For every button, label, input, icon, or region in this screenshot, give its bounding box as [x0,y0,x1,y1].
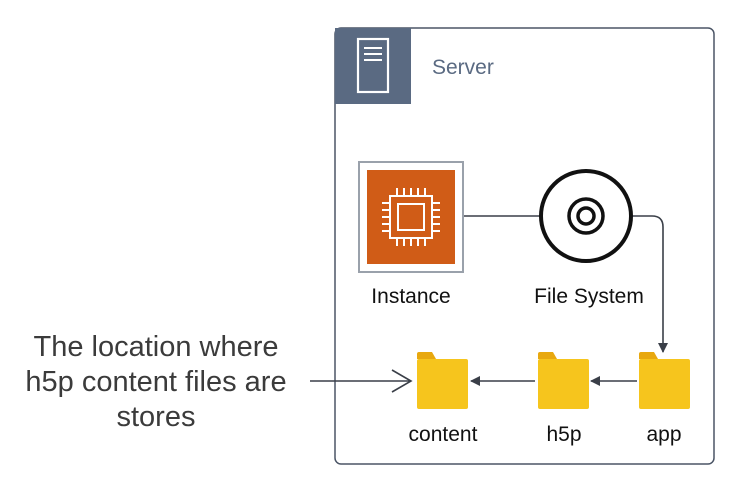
ec2-chip-icon [382,188,440,246]
annotation-arrow [310,369,413,393]
file-system-label: File System [534,285,644,308]
folder-icon-h5p [538,352,589,409]
filesystem-app-arrow [631,215,668,353]
disc-icon [539,169,633,263]
server-title: Server [432,56,494,79]
folder-icon-app [639,352,690,409]
content-folder-label: content [408,423,478,446]
instance-label: Instance [371,285,451,308]
app-folder-label: app [646,423,682,446]
server-icon [335,28,411,104]
folder-icon-content [417,352,468,409]
annotation-text: The location where h5p content files are… [25,331,287,433]
instance-icon [358,161,464,273]
h5p-folder-label: h5p [546,423,582,446]
